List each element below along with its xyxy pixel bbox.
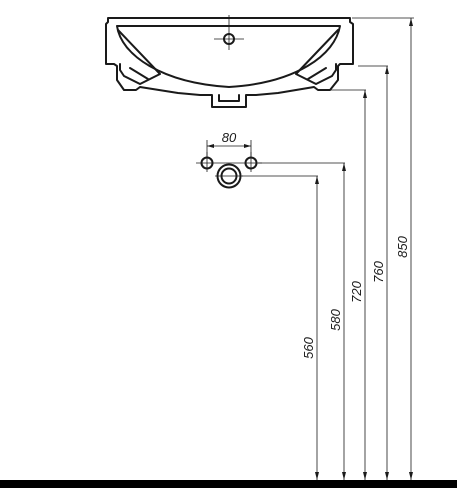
- dim-560-arrow-bottom: [315, 472, 319, 480]
- basin-outer-outline: [105, 17, 354, 108]
- dim-80-label: 80: [222, 130, 237, 145]
- basin-left-wing: [117, 29, 161, 85]
- dim-850-arrow-top: [409, 18, 413, 26]
- dim-560-label: 560: [301, 336, 316, 358]
- basin-left-wing-inner: [129, 67, 149, 80]
- basin-inner-bowl: [116, 25, 341, 88]
- basin-drain-outlet: [218, 94, 240, 102]
- dim-760-arrow-bottom: [385, 472, 389, 480]
- floor-line: [0, 480, 457, 488]
- dim-580-arrow-top: [342, 163, 346, 171]
- dim-850-label: 850: [395, 235, 410, 257]
- basin-right-wing: [295, 29, 339, 85]
- dim-850-arrow-bottom: [409, 472, 413, 480]
- dim-80-arrow-left: [207, 144, 214, 148]
- dim-80-arrow-right: [244, 144, 251, 148]
- dim-560-arrow-top: [315, 176, 319, 184]
- dim-720-label: 720: [349, 280, 364, 302]
- basin-right-wing-inner: [307, 67, 327, 80]
- dim-760-arrow-top: [385, 66, 389, 74]
- dim-580-label: 580: [328, 308, 343, 330]
- dim-720-arrow-bottom: [363, 472, 367, 480]
- dim-720-arrow-top: [363, 90, 367, 98]
- dim-580-arrow-bottom: [342, 472, 346, 480]
- dim-760-label: 760: [371, 260, 386, 282]
